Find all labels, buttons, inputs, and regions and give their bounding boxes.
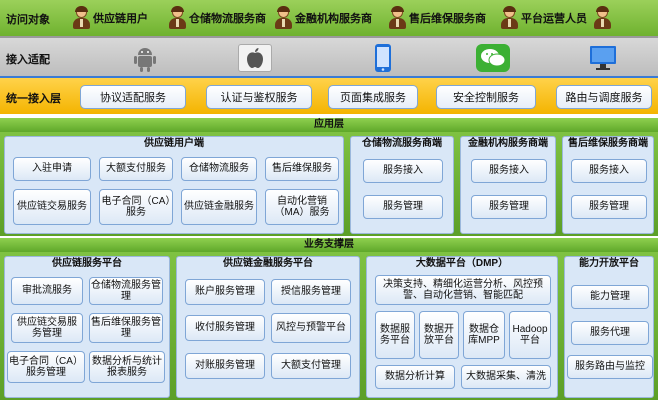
access-tier-label: 接入适配 (6, 54, 50, 66)
application-layer: 供应链用户端 入驻申请 大额支付服务 仓储物流服务 售后维保服务 供应链交易服务… (0, 132, 658, 236)
visitor-tier: 访问对象 供应链用户 仓储物流服务商 金融机构服务商 售后维保服务商 平台运营人… (0, 0, 658, 36)
visitor-label: 仓储物流服务商 (189, 13, 266, 25)
dmp-item[interactable]: 数据仓库MPP (463, 311, 505, 359)
supply-platform-panel: 供应链服务平台 审批流服务 仓储物流服务管理 供应链交易服务管理 售后维保服务管… (4, 256, 170, 398)
security-control-button[interactable]: 安全控制服务 (436, 85, 536, 109)
visitor-tier-label: 访问对象 (6, 14, 50, 26)
warehouse-access-button[interactable]: 服务接入 (363, 159, 443, 183)
business-layer: 供应链服务平台 审批流服务 仓储物流服务管理 供应链交易服务管理 售后维保服务管… (0, 252, 658, 400)
finance-platform-item[interactable]: 对账服务管理 (185, 353, 265, 379)
aftersale-access-button[interactable]: 服务接入 (571, 159, 647, 183)
dmp-description: 决策支持、精细化运营分析、风控预警、自动化营销、智能匹配 (375, 275, 551, 305)
panel-title: 大数据平台（DMP） (415, 258, 509, 269)
finance-platform-item[interactable]: 账户服务管理 (185, 279, 265, 305)
supply-user-item[interactable]: 入驻申请 (13, 157, 91, 181)
supply-platform-item[interactable]: 售后维保服务管理 (89, 313, 163, 343)
aftersale-panel: 售后维保服务商端 服务接入 服务管理 (562, 136, 654, 234)
wechat-icon (474, 42, 512, 74)
finance-platform-item[interactable]: 收付服务管理 (185, 315, 265, 341)
person-icon (274, 6, 292, 29)
visitor-label: 平台运营人员 (521, 13, 587, 25)
warehouse-panel: 仓储物流服务商端 服务接入 服务管理 (350, 136, 454, 234)
capability-item[interactable]: 能力管理 (571, 285, 649, 309)
finance-platform-item[interactable]: 授信服务管理 (271, 279, 351, 305)
supply-user-item[interactable]: 售后维保服务 (265, 157, 339, 181)
person-icon (500, 6, 518, 29)
mobile-phone-icon (364, 42, 402, 74)
routing-scheduling-button[interactable]: 路由与调度服务 (556, 85, 652, 109)
visitor-label: 售后维保服务商 (409, 13, 486, 25)
visitor-warehouse: 仓储物流服务商 (168, 5, 266, 31)
panel-title: 仓储物流服务商端 (362, 138, 442, 149)
finance-platform-item[interactable]: 风控与预警平台 (271, 313, 351, 343)
dmp-panel: 大数据平台（DMP） 决策支持、精细化运营分析、风控预警、自动化营销、智能匹配 … (366, 256, 558, 398)
dmp-item[interactable]: 数据开放平台 (419, 311, 459, 359)
supply-user-item[interactable]: 大额支付服务 (99, 157, 173, 181)
warehouse-manage-button[interactable]: 服务管理 (363, 195, 443, 219)
dmp-item[interactable]: Hadoop平台 (509, 311, 551, 359)
unified-tier-label: 统一接入层 (6, 93, 61, 105)
capability-item[interactable]: 服务路由与监控 (567, 355, 653, 379)
auth-service-button[interactable]: 认证与鉴权服务 (206, 85, 312, 109)
unified-access-tier: 统一接入层 协议适配服务 认证与鉴权服务 页面集成服务 安全控制服务 路由与调度… (0, 76, 658, 114)
android-icon (126, 42, 164, 74)
supply-platform-item[interactable]: 数据分析与统计报表服务 (89, 351, 165, 383)
protocol-adapter-button[interactable]: 协议适配服务 (80, 85, 186, 109)
visitor-operator: 平台运营人员 (500, 5, 614, 31)
finance-panel: 金融机构服务商端 服务接入 服务管理 (460, 136, 556, 234)
supply-platform-item[interactable]: 审批流服务 (11, 277, 83, 305)
page-integration-button[interactable]: 页面集成服务 (328, 85, 418, 109)
supply-user-item[interactable]: 自动化营销（MA）服务 (265, 189, 339, 225)
visitor-supply-user: 供应链用户 (72, 5, 148, 31)
access-tier: 接入适配 (0, 36, 658, 76)
supply-user-item[interactable]: 供应链交易服务 (13, 189, 91, 225)
panel-title: 金融机构服务商端 (468, 138, 548, 149)
finance-manage-button[interactable]: 服务管理 (471, 195, 547, 219)
finance-platform-panel: 供应链金融服务平台 账户服务管理 授信服务管理 收付服务管理 风控与预警平台 对… (176, 256, 360, 398)
finance-platform-item[interactable]: 大额支付管理 (271, 353, 351, 379)
supply-user-panel: 供应链用户端 入驻申请 大额支付服务 仓储物流服务 售后维保服务 供应链交易服务… (4, 136, 344, 234)
panel-title: 供应链服务平台 (52, 258, 122, 269)
panel-title: 供应链用户端 (144, 138, 204, 149)
supply-platform-item[interactable]: 仓储物流服务管理 (89, 277, 163, 305)
person-icon (72, 6, 90, 29)
visitor-finance: 金融机构服务商 (274, 5, 372, 31)
business-layer-title: 业务支撑层 (0, 238, 658, 252)
person-icon (388, 6, 406, 29)
dmp-bottom-item[interactable]: 大数据采集、清洗 (461, 365, 551, 389)
supply-platform-item[interactable]: 供应链交易服务管理 (11, 313, 83, 343)
panel-title: 能力开放平台 (579, 258, 639, 269)
supply-user-item[interactable]: 供应链金融服务 (181, 189, 257, 225)
supply-platform-item[interactable]: 电子合同（CA）服务管理 (7, 351, 85, 383)
apple-icon (236, 42, 274, 74)
capability-panel: 能力开放平台 能力管理 服务代理 服务路由与监控 (564, 256, 654, 398)
capability-item[interactable]: 服务代理 (571, 321, 649, 345)
panel-title: 供应链金融服务平台 (223, 258, 313, 269)
person-icon (593, 6, 611, 29)
supply-user-item[interactable]: 电子合同（CA）服务 (99, 189, 173, 225)
visitor-aftersale: 售后维保服务商 (388, 5, 486, 31)
supply-user-item[interactable]: 仓储物流服务 (181, 157, 257, 181)
visitor-label: 金融机构服务商 (295, 13, 372, 25)
visitor-label: 供应链用户 (93, 13, 148, 25)
finance-access-button[interactable]: 服务接入 (471, 159, 547, 183)
application-layer-title: 应用层 (0, 118, 658, 132)
person-icon (168, 6, 186, 29)
aftersale-manage-button[interactable]: 服务管理 (571, 195, 647, 219)
panel-title: 售后维保服务商端 (568, 138, 648, 149)
dmp-item[interactable]: 数据服务平台 (375, 311, 415, 359)
dmp-bottom-item[interactable]: 数据分析计算 (375, 365, 455, 389)
desktop-monitor-icon (584, 42, 622, 74)
